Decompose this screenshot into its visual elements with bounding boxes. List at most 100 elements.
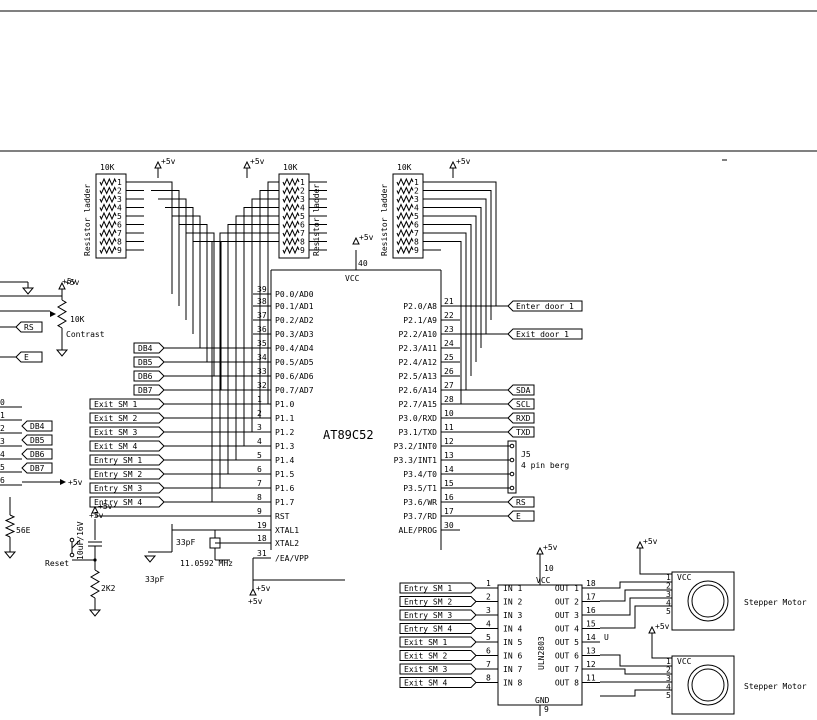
crystal-freq: 11.0592 MHz [180, 559, 233, 568]
mcu-pin-number: 24 [444, 339, 454, 348]
db-tag: DB4 [138, 344, 153, 353]
mcu-pin-number: 8 [257, 493, 262, 502]
mcu-pin-name: P3.6/WR [403, 498, 437, 507]
uln-in-number: 8 [486, 674, 491, 683]
ladder-resistor [282, 177, 300, 187]
ladder-resistor [99, 203, 117, 212]
ladder-bus-wire [219, 232, 279, 488]
mcu-pin-name: P2.0/A8 [403, 302, 437, 311]
mcu-pin-number: 4 [257, 437, 262, 446]
mcu-pin-number: 3 [257, 423, 262, 432]
lcd-pin-number: 0 [0, 398, 5, 407]
lcd-db6-tag-shape [21, 448, 53, 460]
uln-out-number: 18 [586, 579, 596, 588]
uln-in-name: IN 1 [503, 584, 522, 593]
lcd-e-tag: E [24, 353, 29, 362]
sm-tag: Exit SM 1 [94, 400, 138, 409]
db-tag-shape [133, 370, 165, 382]
ladder-pin-number: 3 [414, 195, 419, 204]
mcu-pin-number: 35 [257, 339, 267, 348]
mcu-vcc-pin: 40 [358, 259, 368, 268]
mcu-pin-number: 34 [257, 353, 267, 362]
ladder-resistor [282, 220, 300, 229]
motor-label: Stepper Motor [744, 682, 807, 691]
uln-input-tag-shape [399, 677, 477, 688]
pot-wiper [50, 311, 56, 317]
lcd-db7-tag-shape [21, 462, 53, 474]
mcu-pin-number: 7 [257, 479, 262, 488]
db-tag: DB5 [138, 358, 153, 367]
rxd-tag: RXD [516, 414, 531, 423]
lcd-db4-tag: DB4 [30, 422, 45, 431]
ladder-value: 10K [397, 163, 412, 172]
lcd-pin-number: 3 [0, 437, 5, 446]
ladder-bus-wire [243, 207, 279, 446]
sm-tag: Exit SM 4 [94, 442, 138, 451]
mcu-pin-name: P2.7/A15 [398, 400, 437, 409]
lcd-rs-tag-shape [15, 321, 43, 333]
mcu-pin-name: P3.1/TXD [398, 428, 437, 437]
ladder-pin-number: 3 [300, 195, 305, 204]
uln-input-tag: Entry SM 1 [404, 584, 452, 593]
uln-out-number: 15 [586, 620, 596, 629]
txd-tag: TXD [516, 428, 531, 437]
sm-tag-shape [89, 468, 165, 480]
mcu-pin-number: 11 [444, 423, 454, 432]
uln-u-label: U [604, 633, 609, 642]
uln-in-number: 5 [486, 633, 491, 642]
mcu-pin-number: 27 [444, 381, 454, 390]
ladder-resistor [396, 228, 414, 238]
motor2-supply: +5v [655, 622, 670, 631]
e-tag-shape [507, 510, 535, 522]
uln-out-name: OUT 5 [555, 638, 579, 647]
ladder-bus-wire [259, 190, 279, 418]
ladder-pin-number: 7 [300, 229, 305, 238]
motor-pin-number: 5 [666, 607, 671, 616]
lcd-db4-tag-shape [21, 420, 53, 432]
ladder-resistor [99, 186, 117, 195]
ladder-resistor [282, 237, 300, 246]
uln-in-number: 1 [486, 579, 491, 588]
ladder2-supply: +5v [250, 157, 265, 166]
motor-vcc: VCC [677, 573, 692, 582]
contrast-pot [57, 299, 67, 329]
ladder-bus-wire [172, 215, 201, 348]
motor-pin-number: 5 [666, 691, 671, 700]
sm-tag: Exit SM 2 [94, 414, 138, 423]
sm-tag-shape [89, 440, 165, 452]
mcu-pin-number: 14 [444, 465, 454, 474]
uln-input-tag-shape [399, 623, 477, 634]
mcu-pin-number: 17 [444, 507, 454, 516]
mcu-pin-number: 39 [257, 285, 267, 294]
uln-body [497, 584, 583, 706]
ladder-value: 10K [283, 163, 298, 172]
mcu-pin-name: P2.2/A10 [398, 330, 437, 339]
exit-door-tag-shape [507, 328, 583, 340]
rs-tag-shape [507, 496, 535, 508]
wire [639, 548, 672, 575]
mcu-pin-number: 31 [257, 549, 267, 558]
uln-in-name: IN 5 [503, 638, 522, 647]
ladder-pin-number: 5 [414, 212, 419, 221]
mcu-pin-number: 33 [257, 367, 267, 376]
uln-in-number: 6 [486, 647, 491, 656]
ladder-bus-wire [441, 224, 472, 376]
mcu-pin-name: P0.7/AD7 [275, 386, 314, 395]
mcu-pin-number: 16 [444, 493, 454, 502]
reset-cap-label: 10uF/16V [76, 521, 85, 560]
mcu-pin-number: 36 [257, 325, 267, 334]
mcu-pin-name: P0.6/AD6 [275, 372, 314, 381]
uln-input-tag: Entry SM 2 [404, 598, 452, 607]
ladder-label: Resistor ladder [83, 184, 92, 256]
ladder-pin-number: 9 [414, 246, 419, 255]
mcu-pin-name: P2.6/A14 [398, 386, 437, 395]
ladder-pin-number: 1 [300, 178, 305, 187]
uln-in-number: 4 [486, 620, 491, 629]
db-tag: DB7 [138, 386, 153, 395]
e-tag: E [516, 512, 521, 521]
uln-in-name: IN 8 [503, 679, 522, 688]
mcu-pin-name: P3.5/T1 [403, 484, 437, 493]
motor-pin-number: 1 [666, 657, 671, 666]
berg-pin [509, 457, 515, 463]
uln-input-tag-shape [399, 582, 477, 594]
